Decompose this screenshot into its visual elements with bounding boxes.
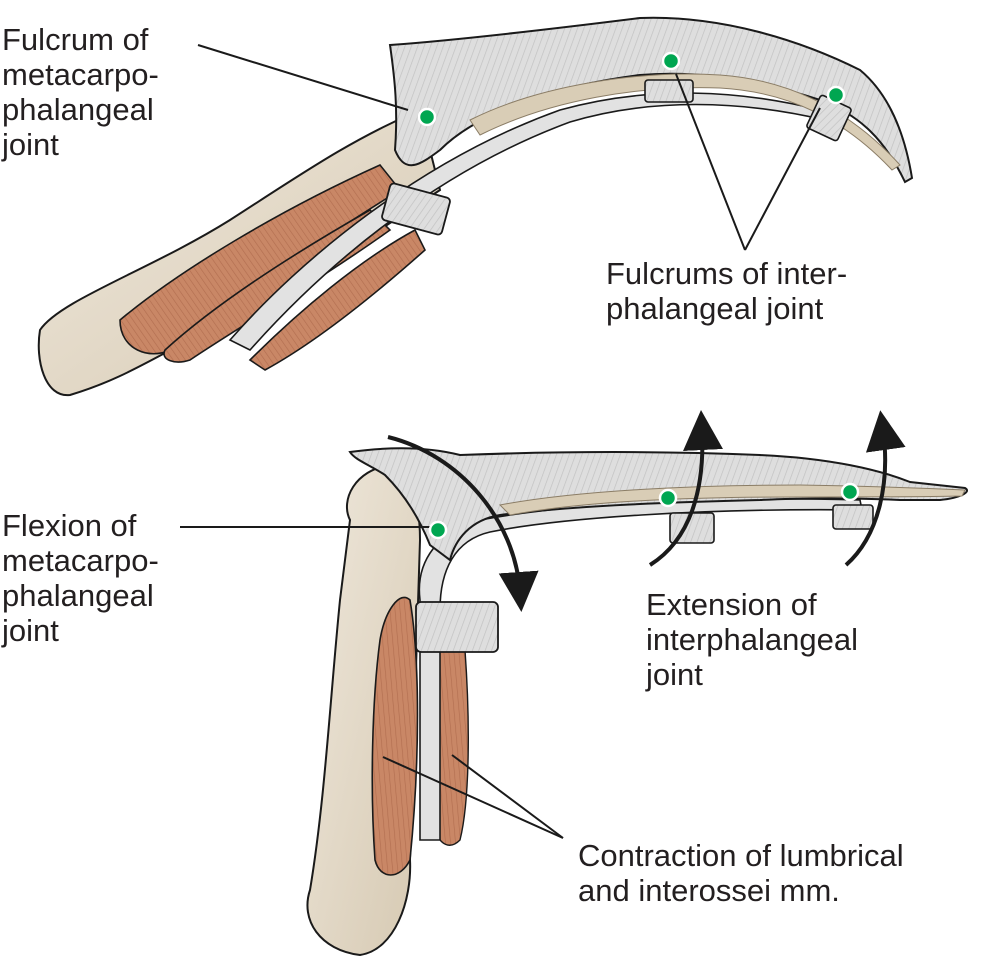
label-line: and interossei mm. [578,873,840,908]
bottom-lumbrical-muscle [371,596,419,876]
bottom-fulcrum-dot-dip [840,482,860,502]
label-line: Contraction of lumbrical [578,838,904,873]
bottom-fulcrum-dot-mcp [428,520,448,540]
label-line: joint [2,127,59,162]
label-line: metacarpo- [2,543,159,578]
top-phalanx-bone [469,73,901,171]
label-mcp-fulcrum: Fulcrum of metacarpo- phalangeal joint [2,22,159,162]
top-lower-muscle [248,228,426,371]
label-mcp-flexion: Flexion of metacarpo- phalangeal joint [2,508,159,648]
label-line: phalangeal joint [606,291,824,326]
label-line: phalangeal [2,92,154,127]
label-line: interphalangeal [646,622,859,657]
top-pulley-proximal [381,182,451,236]
label-line: Fulcrum of [2,22,149,57]
top-fulcrum-dot-mcp [417,107,437,127]
bottom-extensor-hood [348,447,968,562]
label-line: Flexion of [2,508,137,543]
bottom-fulcrum-dot-pip [658,488,678,508]
label-line: Extension of [646,587,817,622]
bottom-pulley-distal [832,504,874,530]
bottom-pulley-proximal [415,601,499,653]
bottom-contraction-leader-line-1 [382,756,564,839]
top-fulcrum-dots [417,51,846,127]
label-muscle-contraction: Contraction of lumbrical and interossei … [578,838,904,908]
label-line: Fulcrums of inter- [606,256,848,291]
label-line: metacarpo- [2,57,159,92]
top-fulcrum-dot-dip [826,85,846,105]
bottom-finger-contracted [306,447,968,957]
label-ip-fulcrums: Fulcrums of inter- phalangeal joint [606,256,847,326]
top-mcp-leader-line [197,44,409,111]
extension-arrow-up-distal [844,410,906,567]
label-line: joint [2,613,59,648]
top-fulcrum-dot-pip [661,51,681,71]
bottom-contraction-leader-line-2 [451,754,564,839]
top-ip-leader-line-2 [744,107,821,251]
top-ip-leader-line-1 [675,73,746,251]
label-line: phalangeal [2,578,154,613]
extension-arrow-up-proximal [648,410,723,567]
bottom-fulcrum-dots [428,482,860,540]
top-finger-resting [37,16,914,397]
flexion-arrow-down [387,435,539,612]
label-line: joint [646,657,703,692]
label-ip-extension: Extension of interphalangeal joint [646,587,858,692]
